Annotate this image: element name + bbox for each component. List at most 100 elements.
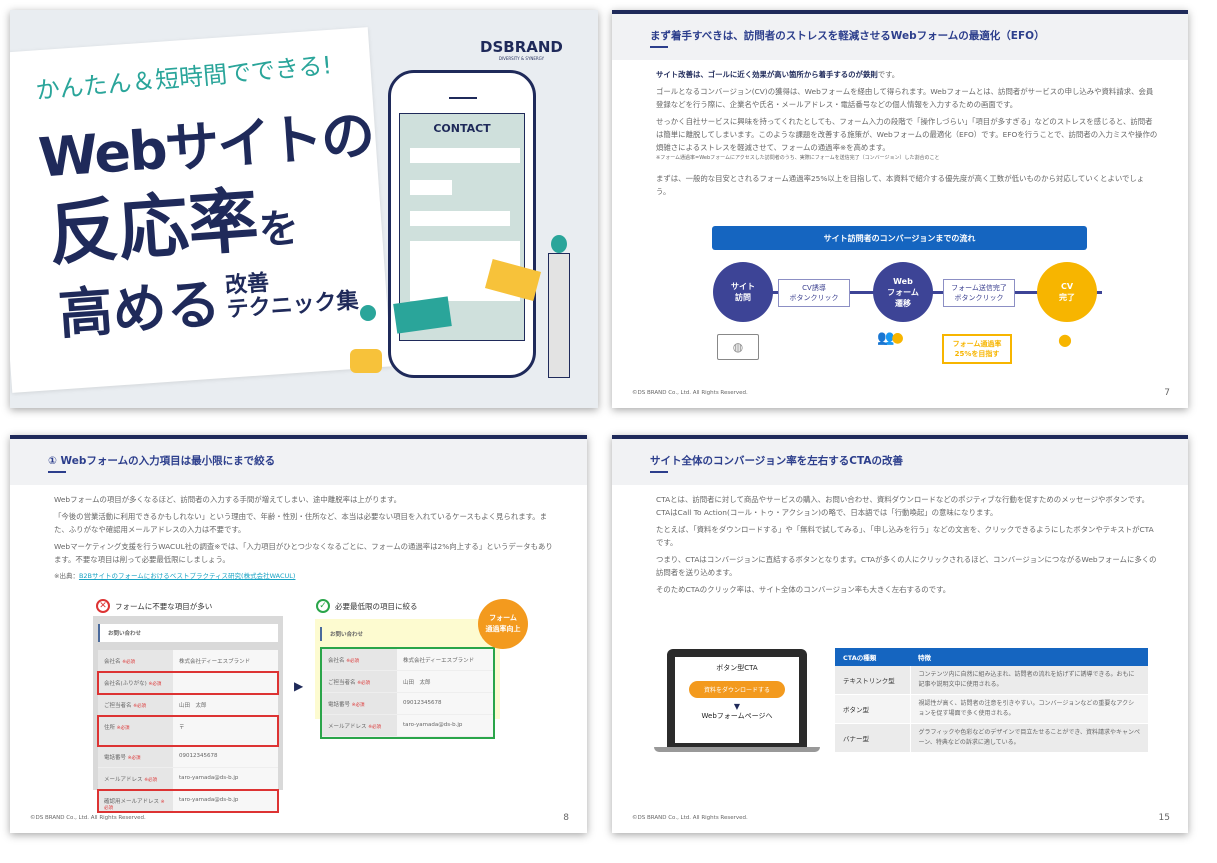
- table-header: CTAの種類: [843, 654, 877, 662]
- good-label: ✓必要最低限の項目に絞る: [316, 599, 418, 613]
- bad-label: ✕フォームに不要な項目が多い: [96, 599, 212, 613]
- cta-type: バナー型: [835, 723, 911, 753]
- laptop-screen: ボタン型CTA 資料をダウンロードする ▼ Webフォームページへ: [675, 657, 799, 743]
- form-title: お問い合わせ: [98, 624, 278, 642]
- cta-feature: コンテンツ内に自然に組み込まれ、訪問者の流れを妨げずに誘導できる。おもに記事や説…: [918, 671, 1135, 688]
- cta-type-table: CTAの種類特徴 テキストリンク型コンテンツ内に自然に組み込まれ、訪問者の流れを…: [835, 648, 1148, 753]
- field-label: 会社名 ※必須: [322, 649, 397, 670]
- laptop-illustration: ボタン型CTA 資料をダウンロードする ▼ Webフォームページへ: [667, 649, 807, 749]
- rate-up-badge: フォーム 通過率向上: [478, 599, 528, 649]
- field-label: ご担当者名 ※必須: [98, 694, 173, 715]
- paragraph: そのためCTAのクリック率は、サイト全体のコンバージョン率も大きく左右するのです…: [656, 585, 951, 594]
- field-value: 09012345678: [173, 746, 278, 767]
- efo-slide: まず着手すべきは、訪問者のストレスを軽減させるWebフォームの最適化（EFO） …: [612, 10, 1188, 408]
- title-verb: 高める: [56, 272, 223, 347]
- source: ※出典：B2Bサイトのフォームにおけるベストプラクティス研究(株式会社WACUL…: [54, 570, 557, 583]
- form-row: 住所 ※必須〒: [97, 715, 279, 747]
- title-sub: 改善テクニック集: [224, 265, 359, 322]
- field-label: 会社名(ふりがな) ※必須: [98, 672, 173, 693]
- cta-type-label: ボタン型CTA: [716, 664, 758, 672]
- step-web-form: Web フォーム 遷移: [873, 262, 933, 322]
- lead-tail: です。: [877, 70, 900, 79]
- destination-label: Webフォームページへ: [701, 712, 773, 720]
- field-label: 確認用メールアドレス ※必須: [98, 790, 173, 811]
- page-number: 7: [1164, 388, 1170, 398]
- field-value: 山田 太郎: [397, 671, 493, 692]
- paragraph: せっかく自社サービスに興味を持ってくれたとしても、フォーム入力の段階で「操作しづ…: [656, 117, 1158, 152]
- person-woman-illustration: [350, 305, 385, 385]
- field-value: 山田 太郎: [173, 694, 278, 715]
- arrow-down-icon: ▼: [733, 702, 741, 711]
- field-label: 住所 ※必須: [98, 716, 173, 745]
- source-prefix: ※出典：: [54, 572, 79, 580]
- field-label: 電話番号 ※必須: [98, 746, 173, 767]
- cta-type: ボタン型: [835, 694, 911, 724]
- cta-type: テキストリンク型: [835, 666, 911, 695]
- users-icon: 👥●: [877, 330, 904, 346]
- title-particle: を: [257, 205, 301, 254]
- form-row: 会社名 ※必須株式会社ディーエスブランド: [322, 649, 493, 671]
- form-title: お問い合わせ: [320, 627, 495, 641]
- field-value: 〒: [173, 716, 278, 745]
- brand-logo: DSBRAND DIVERSITY & SYNERGY: [480, 38, 563, 61]
- table-row: テキストリンク型コンテンツ内に自然に組み込まれ、訪問者の流れを妨げずに誘導できる…: [835, 666, 1148, 695]
- form-fields-slide: ① Webフォームの入力項目は最小限にまで絞る Webフォームの項目が多くなるほ…: [10, 435, 587, 833]
- person-man-illustration: [545, 235, 575, 385]
- step-site-visit: サイト 訪問: [713, 262, 773, 322]
- brand-name: DSBRAND: [480, 38, 563, 56]
- user-icon: ●: [1058, 330, 1072, 349]
- form-row: 会社名(ふりがな) ※必須: [97, 671, 279, 695]
- field-value: 09012345678: [397, 693, 493, 714]
- brand-tagline: DIVERSITY & SYNERGY: [498, 56, 545, 61]
- lead: サイト改善は、ゴールに近く効果が高い箇所から着手するのが鉄則です。: [656, 68, 1158, 81]
- cover-slide: かんたん＆短時間でできる! Webサイトの 反応率を 高める 改善テクニック集 …: [10, 10, 598, 408]
- paragraph: 「今後の営業活動に利用できるかもしれない」という理由で、年齢・性別・住所など、本…: [54, 512, 548, 534]
- slide-body: Webフォームの項目が多くなるほど、訪問者の入力する手間が増えてしまい、途中離脱…: [54, 493, 557, 587]
- field-value: taro-yamada@ds-b.jp: [397, 715, 493, 736]
- field-value: taro-yamada@ds-b.jp: [173, 768, 278, 789]
- step-cv-complete: CV 完了: [1037, 262, 1097, 322]
- page-number: 8: [563, 813, 569, 823]
- paragraph: まずは、一般的な目安とされるフォーム通過率25%以上を目指して、本資料で紹介する…: [656, 174, 1145, 196]
- cta-slide: サイト全体のコンバージョン率を左右するCTAの改善 CTAとは、訪問者に対して商…: [612, 435, 1188, 833]
- footer-copyright: ©DS BRAND Co., Ltd. All Rights Reserved.: [632, 390, 748, 396]
- paragraph: CTAとは、訪問者に対して商品やサービスの購入、お問い合わせ、資料ダウンロードな…: [656, 495, 1149, 517]
- field-value: 株式会社ディーエスブランド: [173, 650, 278, 671]
- cta-feature: 視認性が高く、訪問者の注意を引きやすい。コンバージョンなどの重要なアクションを促…: [918, 700, 1135, 717]
- step-cv-click: CV誘導 ボタンクリック: [778, 279, 850, 307]
- paragraph: Webフォームの項目が多くなるほど、訪問者の入力する手間が増えてしまい、途中離脱…: [54, 495, 401, 504]
- slide-title: サイト全体のコンバージョン率を左右するCTAの改善: [650, 455, 903, 467]
- footer-copyright: ©DS BRAND Co., Ltd. All Rights Reserved.: [30, 815, 146, 821]
- check-icon: ✓: [316, 599, 330, 613]
- paragraph: つまり、CTAはコンバージョンに直結するボタンとなります。CTAが多くの人にクリ…: [656, 555, 1157, 577]
- flow-banner: サイト訪問者のコンバージョンまでの流れ: [712, 226, 1087, 250]
- field-label: 会社名 ※必須: [98, 650, 173, 671]
- table-row: バナー型グラフィックや色彩などのデザインで目立たせることができ、資料請求やキャン…: [835, 723, 1148, 753]
- field-label: ご担当者名 ※必須: [322, 671, 397, 692]
- slide-header: ① Webフォームの入力項目は最小限にまで絞る: [10, 439, 587, 485]
- slide-header: サイト全体のコンバージョン率を左右するCTAの改善: [612, 439, 1188, 485]
- paragraph: たとえば、「資料をダウンロードする」や「無料で試してみる」、「申し込みを行う」な…: [656, 525, 1154, 547]
- slide-title: ① Webフォームの入力項目は最小限にまで絞る: [48, 455, 276, 467]
- contact-label: CONTACT: [433, 122, 491, 135]
- field-value: 株式会社ディーエスブランド: [397, 649, 493, 670]
- field-label: 電話番号 ※必須: [322, 693, 397, 714]
- slide-body: CTAとは、訪問者に対して商品やサービスの購入、お問い合わせ、資料ダウンロードな…: [656, 493, 1158, 600]
- download-cta-button[interactable]: 資料をダウンロードする: [689, 681, 785, 698]
- laptop-base: [654, 747, 820, 752]
- source-link[interactable]: B2Bサイトのフォームにおけるベストプラクティス研究(株式会社WACUL): [78, 572, 296, 580]
- table-row: ボタン型視認性が高く、訪問者の注意を引きやすい。コンバージョンなどの重要なアクシ…: [835, 694, 1148, 724]
- form-row: ご担当者名 ※必須山田 太郎: [98, 694, 278, 716]
- arrow-right-icon: ▶: [294, 679, 304, 693]
- paragraph: ゴールとなるコンバージョン(CV)の獲得は、Webフォームを経由して得られます。…: [656, 87, 1154, 109]
- form-row: 会社名 ※必須株式会社ディーエスブランド: [98, 650, 278, 672]
- step-submit-click: フォーム送信完了 ボタンクリック: [943, 279, 1015, 307]
- footnote: ※フォーム通過率=Webフォームにアクセスした訪問者のうち、実際にフォームを送信…: [656, 155, 940, 161]
- bad-label-text: フォームに不要な項目が多い: [115, 601, 213, 611]
- laptop-globe-icon: ◍: [717, 334, 759, 360]
